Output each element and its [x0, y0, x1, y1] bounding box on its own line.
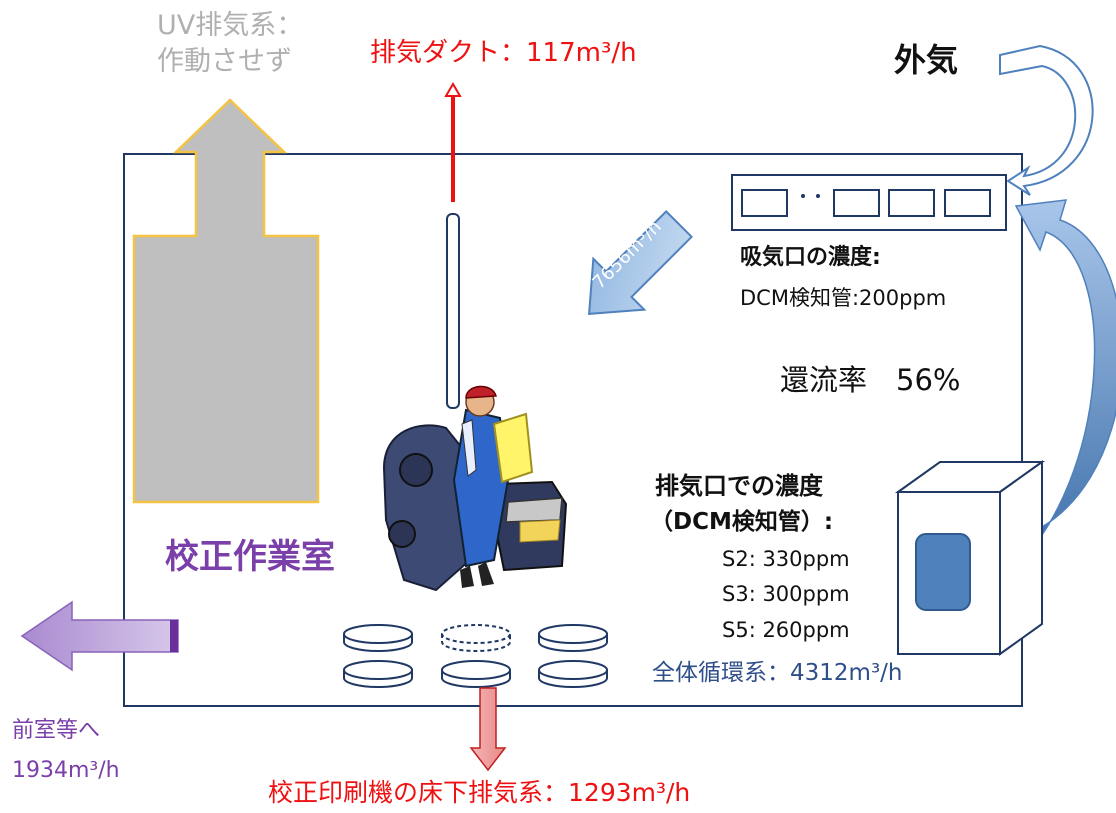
uv-exhaust-label-line2: 作動させず: [157, 46, 292, 77]
outlet-s5-value: S5: 260ppm: [722, 618, 850, 642]
outlet-s3-value: S3: 300ppm: [722, 582, 850, 606]
outlet-concentration-title-line2: （DCM検知管）:: [650, 509, 834, 535]
floor-vents: [343, 624, 608, 688]
intake-dot-1: [801, 194, 805, 198]
exhaust-duct-tube: [446, 213, 460, 409]
anteroom-label-line1: 前室等へ: [12, 718, 101, 743]
outside-air-label: 外気: [894, 41, 959, 79]
anteroom-label-line2: 1934m³/h: [12, 758, 120, 783]
floor-exhaust-label: 校正印刷機の床下排気系：1293m³/h: [268, 778, 691, 807]
intake-concentration-title: 吸気口の濃度:: [740, 245, 881, 270]
reflux-rate-label: 還流率 56%: [780, 363, 961, 397]
outside-air-arrow: [999, 44, 1094, 196]
anteroom-arrow: [20, 600, 179, 672]
intake-slot-3: [888, 189, 935, 217]
intake-slot-4: [944, 189, 991, 217]
room-name-label: 校正作業室: [165, 537, 335, 577]
worker-illustration: [382, 385, 568, 592]
circulation-label: 全体循環系：4312m³/h: [652, 660, 903, 686]
uv-exhaust-box: [132, 98, 320, 504]
intake-slot-2: [833, 189, 880, 217]
uv-exhaust-label-line1: UV排気系：: [157, 10, 304, 41]
inflow-arrow: [588, 209, 694, 315]
exhaust-duct-label: 排気ダクト：117m³/h: [370, 38, 637, 68]
outlet-s2-value: S2: 330ppm: [722, 547, 850, 571]
exhaust-duct-arrow: [451, 94, 455, 202]
floor-exhaust-arrow: [469, 687, 507, 772]
intake-concentration-value: DCM検知管:200ppm: [740, 286, 947, 310]
exhaust-duct-arrowhead: [444, 82, 462, 97]
circulation-unit: [894, 460, 1046, 656]
intake-dot-2: [816, 194, 820, 198]
intake-slot-1: [741, 189, 788, 217]
return-arrow: [1011, 199, 1116, 572]
outlet-concentration-title-line1: 排気口での濃度: [655, 472, 823, 500]
